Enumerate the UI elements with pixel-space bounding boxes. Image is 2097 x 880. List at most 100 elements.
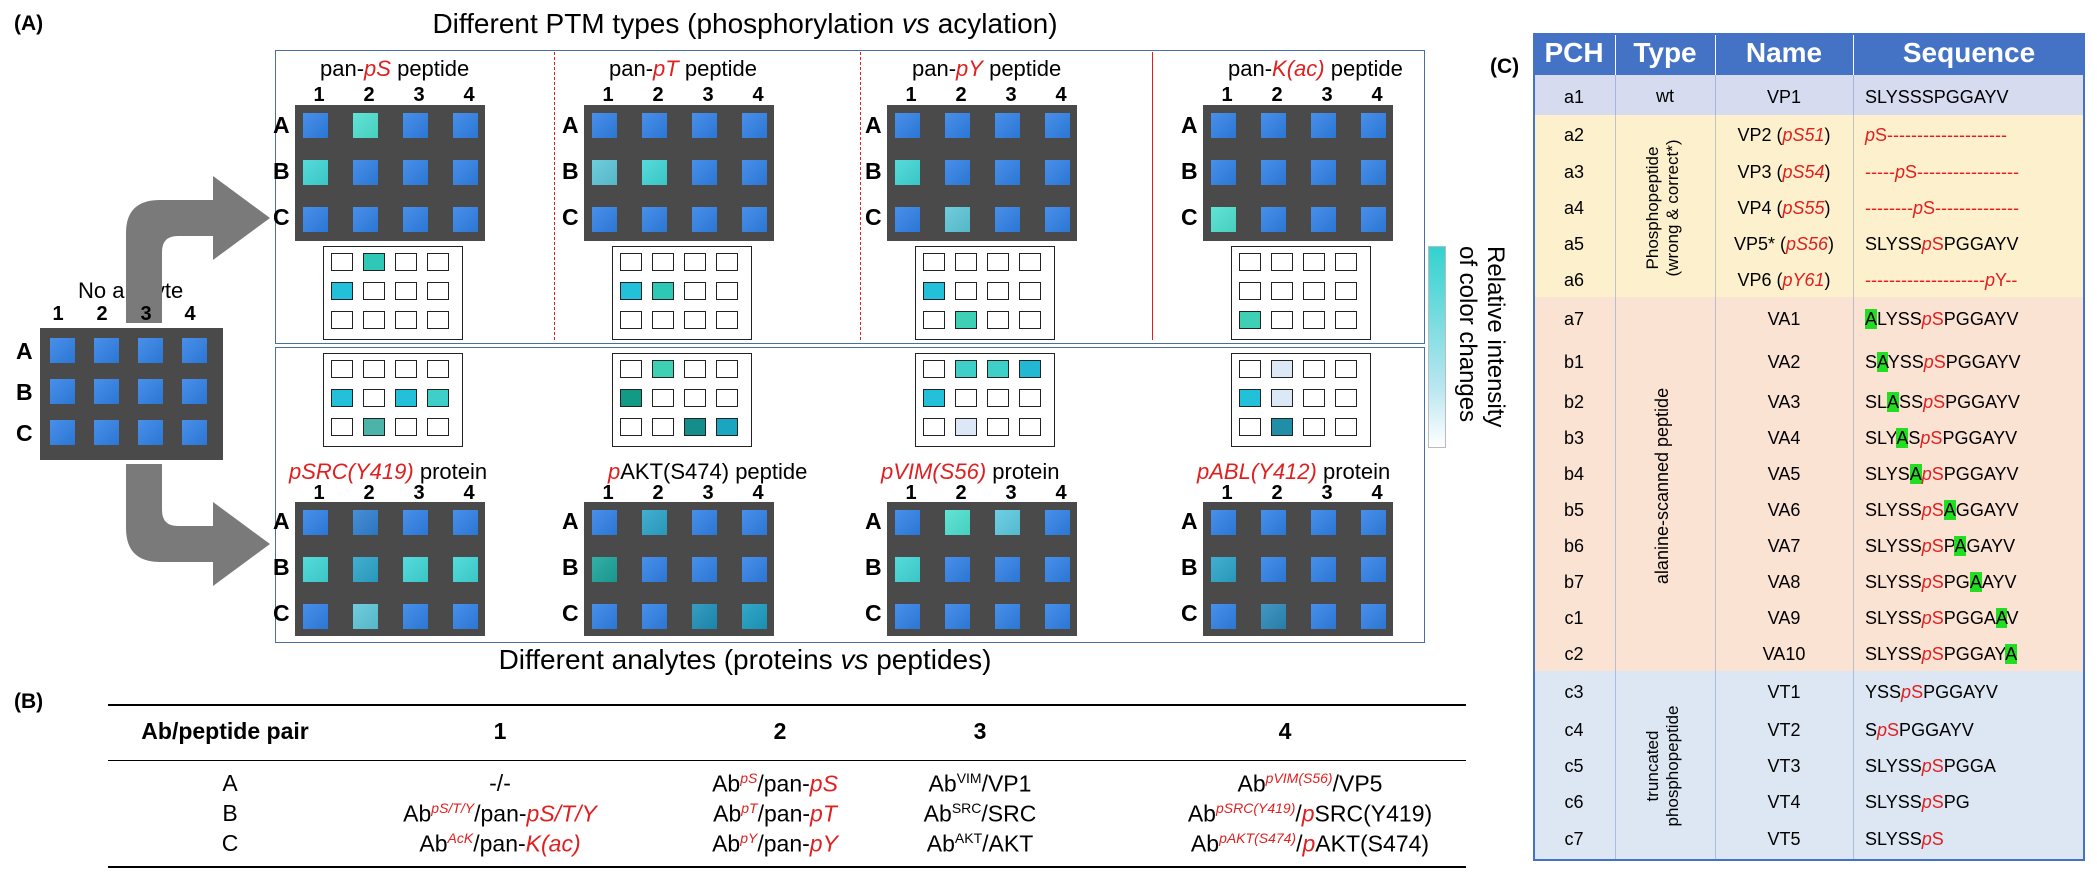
top-2-well-C2 <box>642 207 667 232</box>
table-c-row-c4-seq-char: Y <box>1949 720 1962 740</box>
bottom-3-row-C: C <box>865 600 882 626</box>
bottom-4-well-C2 <box>1261 604 1286 629</box>
table-c-row-c3-seq: YSSpSPGGAYV <box>1865 682 1998 703</box>
table-c-type-alanine-text: alanine-scanned peptide <box>1652 387 1672 585</box>
table-b-cell-B3-ab: Ab <box>923 800 952 827</box>
table-c-row-a5-name-post: ) <box>1828 234 1835 254</box>
table-c-row-b2-seq-char: V <box>2007 392 2020 412</box>
top-2-heat-cell-A4 <box>716 253 738 271</box>
table-c-row-a5-seq-char: G <box>1969 234 1984 254</box>
table-c-row-c1-seq-char: A <box>1983 608 1996 628</box>
table-c-row-b3-seq-char: Y <box>1885 428 1897 448</box>
table-c-row-a2-seq-char: - <box>1947 125 1954 145</box>
table-c-row-b5-seq-char: A <box>1983 500 1995 520</box>
bottom-2-well-B2 <box>642 557 667 582</box>
table-b-row-C-label: C <box>221 830 239 856</box>
bottom-3-heat-cell-B2 <box>955 389 977 407</box>
table-c-row-b5-seq-char: p <box>1921 500 1932 520</box>
table-c-group-wt <box>1533 75 2085 119</box>
bottom-1-well-C4 <box>453 604 478 629</box>
bottom-4-col-4: 4 <box>1371 482 1383 504</box>
top-2-col-1: 1 <box>602 84 614 106</box>
table-c-row-a4-seq-char: - <box>1959 198 1966 218</box>
top-3-well-A4 <box>1045 113 1070 138</box>
table-c-row-a6-seq: --------------------pY-- <box>1865 270 2017 291</box>
separator-2 <box>860 52 861 340</box>
bottom-2-heat-cell-B3 <box>684 389 706 407</box>
table-c-row-b3-name: VA4 <box>1767 428 1801 448</box>
table-c-row-a4-name-pre: VP4 ( <box>1737 198 1783 218</box>
table-c-row-c4-name: VT2 <box>1767 720 1801 740</box>
top-4-heat-cell-C1 <box>1239 311 1261 329</box>
top-2-col-4: 4 <box>752 84 764 106</box>
table-b-cell-B1-sep: /pan- <box>474 800 527 827</box>
table-c-row-b4-seq: SLYSApSPGGAYV <box>1865 464 2019 485</box>
table-c-row-b7-seq-char: V <box>2004 572 2017 592</box>
table-c-row-c7-seq-char: S <box>1897 829 1910 849</box>
table-c-row-a6-name-red: pY61 <box>1782 270 1825 290</box>
table-c-row-a3-seq-char: - <box>1883 162 1889 182</box>
table-c-row-a2-seq-char: - <box>1917 125 1924 145</box>
table-b-cell-C2-ab: Ab <box>712 830 741 857</box>
top-4-well-C3 <box>1311 207 1336 232</box>
table-c-row-b7-seq-char: A <box>1969 572 1982 592</box>
table-c-row-a4-seq-char: - <box>1877 198 1883 218</box>
top-4-heatmap <box>1231 246 1371 340</box>
top-3-well-B1 <box>895 160 920 185</box>
bottom-3-col-1: 1 <box>905 482 917 504</box>
no-analyte-well-B4 <box>182 379 207 404</box>
table-c-row-a2-seq-char: - <box>1905 125 1912 145</box>
table-c-row-b3-seq-char: L <box>1877 428 1886 448</box>
no-analyte-row-A: A <box>16 338 33 364</box>
table-c-group-wt-sep-1 <box>1615 75 1616 119</box>
top-1-name-prefix: pan- <box>320 56 365 81</box>
top-3-well-A2 <box>945 113 970 138</box>
table-c-row-a1-seq-char: V <box>1996 87 2009 107</box>
table-c-row-a6-seq-char: - <box>1889 270 1895 290</box>
table-c-row-c2-seq: SLYSSpSPGGAYA <box>1865 644 2018 665</box>
table-c-row-b1-seq-char: P <box>1945 352 1958 372</box>
table-c-header-bg <box>1533 33 2085 75</box>
table-c-row-b5-seq-char: Y <box>1994 500 2007 520</box>
table-c-row-a7-seq-char: G <box>1955 309 1970 329</box>
table-c-row-b7-seq-char: L <box>1877 572 1886 592</box>
table-b-cell-B1-target: pS/T/Y <box>526 800 597 827</box>
bottom-2-well-A1 <box>592 510 617 535</box>
table-c-row-a4-seq-char: - <box>1995 198 2002 218</box>
bottom-3-col-3: 3 <box>1005 482 1017 504</box>
table-c-row-c4-pch: c4 <box>1564 720 1584 740</box>
table-c-row-a1-seq-char: S <box>1865 87 1878 107</box>
table-c-row-a5-seq-char: Y <box>1994 234 2007 254</box>
table-c-row-c2-seq-char: S <box>1865 644 1878 664</box>
table-c-row-c5-seq-char: S <box>1909 756 1922 776</box>
table-c-row-a2-seq-char: - <box>1911 125 1918 145</box>
table-b-cell-B1-ab: Ab <box>403 800 432 827</box>
table-c-row-a3-seq-ptm-residue: S <box>1905 162 1918 182</box>
table-c-row-a2-pch: a2 <box>1563 125 1585 145</box>
table-c-row-c7-seq-char: S <box>1865 829 1878 849</box>
bottom-4-well-A1 <box>1211 510 1236 535</box>
top-1-well-C4 <box>453 207 478 232</box>
table-c-row-b4-seq-char: A <box>1909 464 1922 484</box>
top-2-name-suffix: peptide <box>678 56 758 81</box>
table-c-row-b3-seq-char: S <box>1865 428 1878 448</box>
top-1-name-ptm: pS <box>364 56 391 81</box>
table-c-row-a6-seq-char: - <box>1907 270 1913 290</box>
table-c-row-b4-seq-char: Y <box>1885 464 1898 484</box>
table-c-row-c4-seq-char: G <box>1911 720 1926 740</box>
bottom-1-name-ptm: pSRC(Y419) <box>289 459 414 484</box>
table-c-row-a3-seq-char: - <box>1889 162 1895 182</box>
table-c-row-a5-seq-char: Y <box>1885 234 1898 254</box>
table-c-row-a4-seq-char: - <box>1871 198 1877 218</box>
table-c-row-c7-seq: SLYSSpS <box>1865 829 1944 850</box>
top-3-name-prefix: pan- <box>912 56 957 81</box>
table-c-row-b6-seq-char: p <box>1921 536 1932 556</box>
top-4-well-C2 <box>1261 207 1286 232</box>
top-1-col-1: 1 <box>313 84 325 106</box>
table-c-row-a2-seq-char: - <box>1995 125 2002 145</box>
table-c-row-c4-seq-char: A <box>1939 720 1950 740</box>
table-c-row-c6-seq-char: P <box>1943 792 1956 812</box>
bottom-1-col-1: 1 <box>313 482 325 504</box>
bottom-4-heat-cell-A3 <box>1303 360 1325 378</box>
